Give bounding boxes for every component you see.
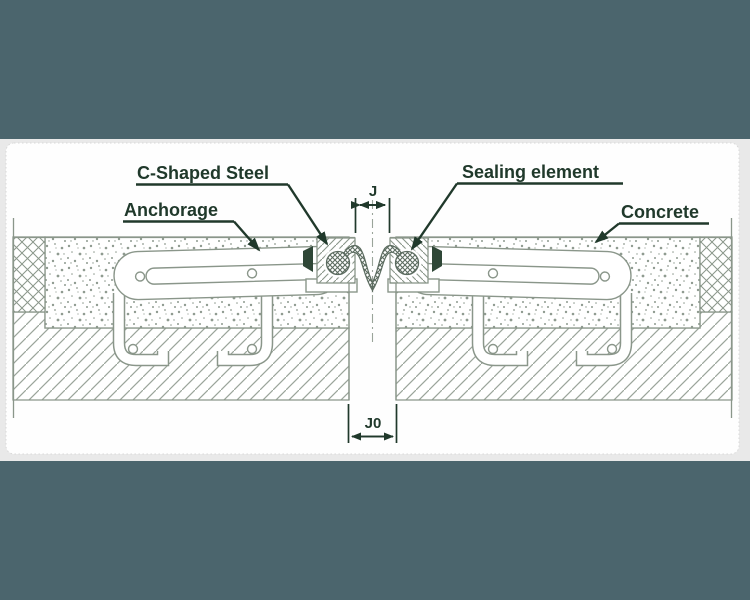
callout-anchorage: Anchorage (123, 200, 261, 252)
dimension-joint-bottom: J0 (347, 404, 398, 443)
bottom-band (0, 461, 750, 600)
label-sealing-element: Sealing element (462, 162, 599, 182)
dimension-joint-top: J (351, 183, 391, 233)
label-anchorage: Anchorage (124, 200, 218, 220)
top-band (0, 0, 750, 139)
callout-sealing-element: Sealing element (410, 162, 623, 251)
label-c-shaped-steel: C-Shaped Steel (137, 163, 269, 183)
callout-c-shaped-steel: C-Shaped Steel (136, 163, 329, 246)
dimension-label-j0: J0 (365, 415, 382, 432)
dimension-label-j: J (369, 183, 377, 200)
callout-concrete: Concrete (594, 202, 709, 244)
label-concrete: Concrete (621, 202, 699, 222)
